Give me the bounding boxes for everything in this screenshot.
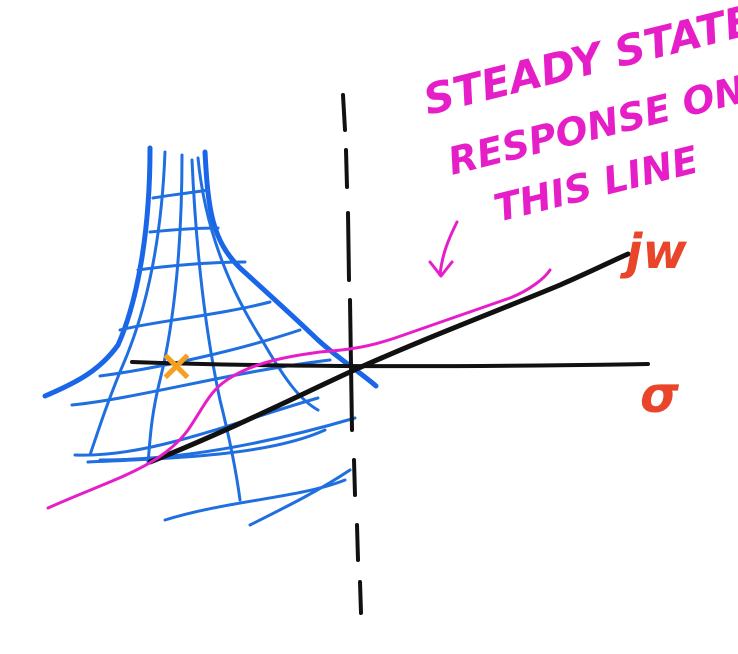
surface-ring-4 bbox=[118, 300, 272, 332]
surface-outline-right bbox=[202, 149, 379, 389]
magnitude-surface bbox=[42, 145, 379, 527]
surface-radial-1 bbox=[88, 150, 167, 457]
surface-radial-4 bbox=[196, 156, 320, 412]
boundary-dash-1 bbox=[341, 93, 347, 132]
boundary-dash-2 bbox=[344, 148, 349, 189]
real-axis bbox=[130, 360, 650, 369]
boundary-dash-6 bbox=[355, 523, 360, 562]
surface-ring-1 bbox=[151, 188, 210, 200]
surface-ring-10 bbox=[163, 478, 347, 522]
pole-marker: × bbox=[158, 340, 195, 391]
boundary-dash-7 bbox=[358, 580, 363, 615]
imaginary-axis-label: jw bbox=[619, 224, 687, 280]
boundary-dash-4 bbox=[348, 298, 354, 432]
surface-ring-2 bbox=[148, 226, 220, 234]
surface-radial-2 bbox=[146, 153, 184, 464]
surface-ring-3 bbox=[136, 260, 247, 272]
surface-ring-5 bbox=[98, 328, 302, 378]
annotation-arrow bbox=[428, 220, 459, 278]
surface-ring-11 bbox=[248, 468, 352, 527]
surface-ring-7 bbox=[73, 396, 320, 457]
boundary-dash-3 bbox=[346, 211, 351, 282]
stability-boundary-dashed bbox=[341, 93, 363, 615]
axes bbox=[130, 93, 650, 615]
surface-ring-9 bbox=[98, 416, 357, 462]
imaginary-diagonal-axis bbox=[147, 251, 631, 465]
boundary-dash-5 bbox=[352, 458, 357, 497]
steady-state-response-curve bbox=[46, 268, 552, 510]
surface-outline-left bbox=[42, 145, 153, 399]
annotation-text: STEADY STATE RESPONSE ON THIS LINE bbox=[419, 0, 738, 231]
real-axis-label: σ bbox=[640, 366, 680, 424]
